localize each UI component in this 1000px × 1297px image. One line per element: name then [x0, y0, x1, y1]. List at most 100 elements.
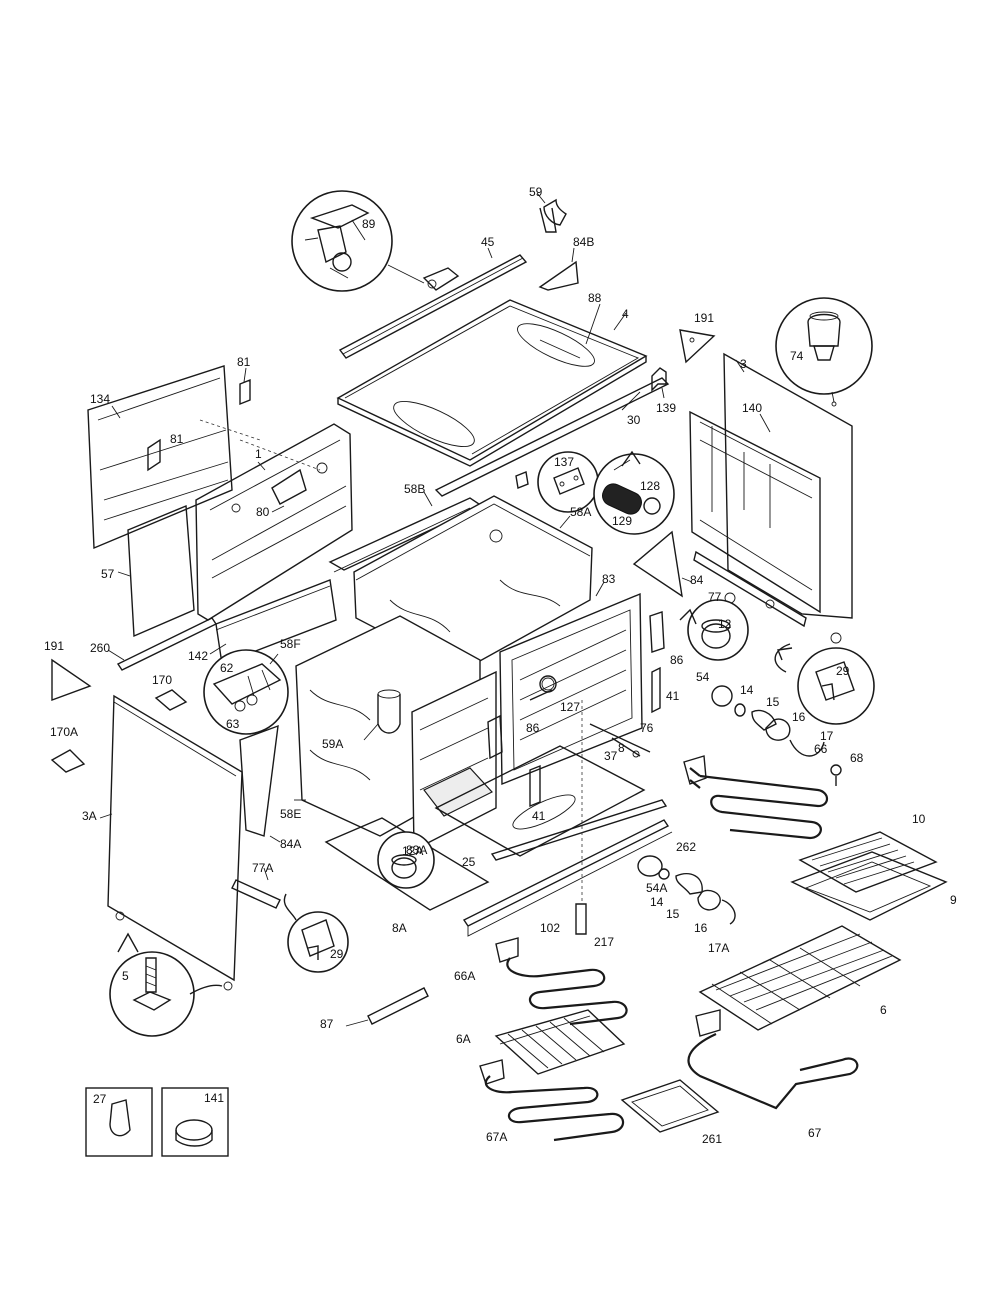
callout-74: 74	[790, 349, 804, 363]
callout-66a: 66A	[454, 969, 475, 983]
callout-41b: 41	[532, 809, 546, 823]
callout-67: 67	[808, 1126, 822, 1140]
part-12-socket-detail	[679, 599, 749, 661]
callout-63: 63	[226, 717, 240, 731]
callout-25: 25	[462, 855, 476, 869]
callout-17: 17	[820, 729, 834, 743]
part-30-rail	[434, 377, 670, 497]
callout-58a: 58A	[570, 505, 591, 519]
callout-6: 6	[880, 1003, 887, 1017]
callout-10: 10	[912, 812, 926, 826]
callout-142: 142	[188, 649, 208, 663]
part-62-63-detail	[203, 649, 289, 735]
part-74-knob-detail	[775, 297, 873, 407]
callout-29b: 29	[330, 947, 344, 961]
part-84-panel	[632, 530, 693, 598]
callout-261: 261	[702, 1132, 722, 1146]
part-86-brackets	[487, 611, 665, 760]
callout-260: 260	[90, 641, 110, 655]
callout-81b: 81	[170, 432, 184, 446]
part-68-clip	[830, 764, 842, 786]
callout-8: 8	[618, 741, 625, 755]
part-142-housing	[209, 579, 337, 665]
callout-76: 76	[640, 721, 654, 735]
callout-41a: 41	[666, 689, 680, 703]
part-3-side-panel	[689, 352, 853, 619]
part-134-back-panel	[87, 365, 233, 550]
callout-128: 128	[640, 479, 660, 493]
callout-12a: 12A	[402, 844, 423, 858]
callout-15a: 15	[766, 695, 780, 709]
part-8-bottom	[434, 745, 646, 857]
callout-54a: 54A	[646, 881, 667, 895]
part-27-box	[85, 1087, 153, 1157]
callout-66: 66	[814, 742, 828, 756]
part-8A-plate	[324, 817, 490, 911]
part-261-pan	[620, 1079, 720, 1133]
callout-1: 1	[255, 447, 262, 461]
callout-58e: 58E	[280, 807, 301, 821]
callout-191a: 191	[694, 311, 714, 325]
part-217-strip	[575, 700, 587, 935]
part-83-oven-frame	[499, 581, 643, 786]
part-81-clips	[239, 367, 251, 406]
callout-6a: 6A	[456, 1032, 471, 1046]
callout-170: 170	[152, 673, 172, 687]
callout-134: 134	[90, 392, 110, 406]
callout-3: 3	[740, 357, 747, 371]
callout-59a: 59A	[322, 737, 343, 751]
callout-16a: 16	[792, 710, 806, 724]
callout-83: 83	[602, 572, 616, 586]
part-139-clip	[651, 367, 667, 399]
callout-170a: 170A	[50, 725, 78, 739]
part-66-broil-element	[683, 755, 829, 840]
part-9-broil-pan	[790, 851, 948, 921]
callout-58f: 58F	[280, 637, 301, 651]
callout-15b: 15	[666, 907, 680, 921]
callout-87: 87	[320, 1017, 334, 1031]
part-87-bracket	[345, 987, 429, 1027]
part-6-rack	[698, 925, 902, 1031]
part-76-37-rod	[589, 723, 651, 758]
part-191-bracket	[679, 329, 716, 364]
part-128-129-detail	[593, 450, 675, 535]
callout-57: 57	[101, 567, 115, 581]
part-77A-rail	[231, 867, 281, 909]
part-84B-bracket	[538, 247, 579, 291]
part-170-pads	[50, 689, 188, 773]
callout-84a: 84A	[280, 837, 301, 851]
callout-67a: 67A	[486, 1130, 507, 1144]
part-67-element	[687, 1009, 859, 1110]
part-45-strip	[338, 247, 528, 359]
callout-30: 30	[627, 413, 641, 427]
part-41-hinges	[529, 666, 661, 808]
part-3A-side-panel	[99, 694, 243, 982]
callout-17a: 17A	[708, 941, 729, 955]
part-5-leveler-detail	[109, 911, 233, 1037]
part-57-panel	[117, 504, 195, 638]
callout-37: 37	[604, 749, 618, 763]
callout-191b: 191	[44, 639, 64, 653]
callout-140: 140	[742, 401, 762, 415]
callout-12: 12	[718, 617, 732, 631]
part-262-102-rails	[462, 799, 673, 937]
callout-14a: 14	[740, 683, 754, 697]
callout-217: 217	[594, 935, 614, 949]
part-10-broil-grid	[798, 831, 938, 893]
callout-88: 88	[588, 291, 602, 305]
part-12A-socket-detail	[377, 831, 435, 889]
callout-81a: 81	[237, 355, 251, 369]
part-260-rail	[107, 617, 218, 671]
callout-86a: 86	[670, 653, 684, 667]
callout-77: 77	[708, 590, 722, 604]
callout-139: 139	[656, 401, 676, 415]
part-4-top-panel	[336, 299, 648, 467]
part-191-left-bracket	[51, 658, 92, 702]
callout-54: 54	[696, 670, 710, 684]
callout-62: 62	[220, 661, 234, 675]
callout-77a: 77A	[252, 861, 273, 875]
part-67A-element	[479, 1059, 625, 1142]
callout-127: 127	[560, 700, 580, 714]
